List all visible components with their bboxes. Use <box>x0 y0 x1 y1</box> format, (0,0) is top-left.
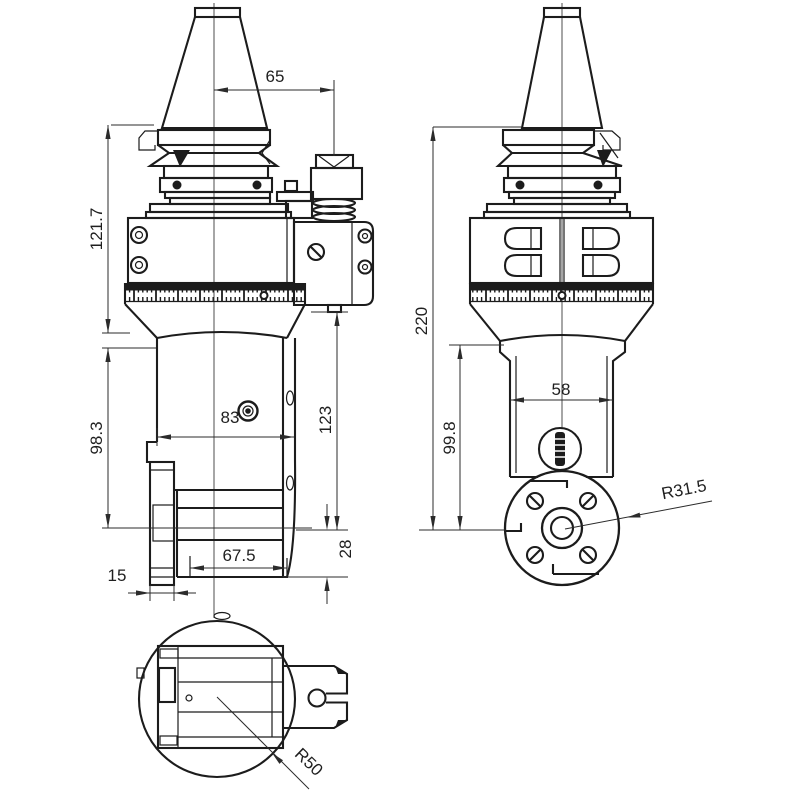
side-drive-ball-left <box>515 180 525 190</box>
dim-58: 58 <box>510 380 613 403</box>
side-housing <box>468 216 655 285</box>
dim-28: 28 <box>283 504 355 604</box>
front-slotted-screw <box>306 242 326 262</box>
front-arm-screw-bottom <box>357 259 373 275</box>
side-spindle-body <box>469 303 654 479</box>
side-view: 220 99.8 58 R31.5 <box>412 3 713 587</box>
dim-15: 15 <box>108 566 196 601</box>
dim-123: 123 <box>296 311 348 531</box>
dim-99-8-label: 99.8 <box>440 421 459 454</box>
front-arm-screw-top <box>357 228 373 244</box>
front-scale-index-mark <box>259 290 269 301</box>
dim-67-5: 67.5 <box>190 546 287 571</box>
dim-r50-label: R50 <box>291 744 327 779</box>
dim-65: 65 <box>214 67 335 156</box>
front-stop-pin <box>326 303 343 314</box>
dim-58-label: 58 <box>552 380 571 399</box>
side-scale-ring <box>468 283 655 304</box>
side-taper-cone <box>520 6 604 130</box>
bottom-outline-circle <box>137 619 297 779</box>
front-drive-ball-right <box>252 180 262 190</box>
dim-98-3: 98.3 <box>87 347 312 529</box>
front-view: 65 121.7 98.3 83 123 <box>87 3 375 621</box>
spindle-flange-circle <box>503 469 621 587</box>
side-drive-ball-right <box>593 180 603 190</box>
bottom-pin-hole <box>307 688 327 708</box>
side-flange <box>482 128 632 220</box>
side-clamp-slot <box>503 226 543 251</box>
dim-83-label: 83 <box>221 408 240 427</box>
dim-123-label: 123 <box>316 406 335 434</box>
dim-99-8: 99.8 <box>440 344 504 530</box>
bottom-torque-arm <box>283 664 349 730</box>
dim-121-7-label: 121.7 <box>87 208 106 251</box>
dim-28-label: 28 <box>336 540 355 559</box>
side-clamp-slot <box>581 226 621 251</box>
bottom-body <box>136 644 285 750</box>
front-drive-ball-left <box>172 180 182 190</box>
front-housing-screw-top <box>129 225 149 245</box>
dim-15-label: 15 <box>108 566 127 585</box>
spindle-bore-inner <box>549 515 575 541</box>
front-housing-screw-bottom <box>129 255 149 275</box>
spindle-bore-outer <box>540 506 584 550</box>
dim-83: 83 <box>156 408 294 446</box>
front-spindle-body <box>124 303 306 621</box>
side-clamp-slot <box>503 253 543 278</box>
brand-logo-mark <box>555 432 565 466</box>
bottom-view: R50 <box>136 619 349 790</box>
front-housing <box>126 216 296 285</box>
dim-121-7: 121.7 <box>87 124 154 334</box>
side-spindle-flange <box>503 469 621 587</box>
front-scale-ring <box>123 283 307 304</box>
side-clamp-slot <box>581 253 621 278</box>
front-taper-cone <box>160 6 269 130</box>
dim-220: 220 <box>412 126 522 531</box>
front-clamp-plate <box>148 460 176 587</box>
dim-67-5-label: 67.5 <box>222 546 255 565</box>
dim-65-label: 65 <box>266 67 285 86</box>
bottom-dowel-hole <box>185 694 193 702</box>
front-flange <box>138 128 293 220</box>
side-scale-index-mark <box>557 290 567 301</box>
front-body-screw <box>237 400 259 422</box>
dim-98-3-label: 98.3 <box>87 421 106 454</box>
flange-screws <box>525 491 598 565</box>
dim-r31-5-label: R31.5 <box>660 476 708 503</box>
dim-220-label: 220 <box>412 307 431 335</box>
side-brand-badge <box>537 426 583 472</box>
